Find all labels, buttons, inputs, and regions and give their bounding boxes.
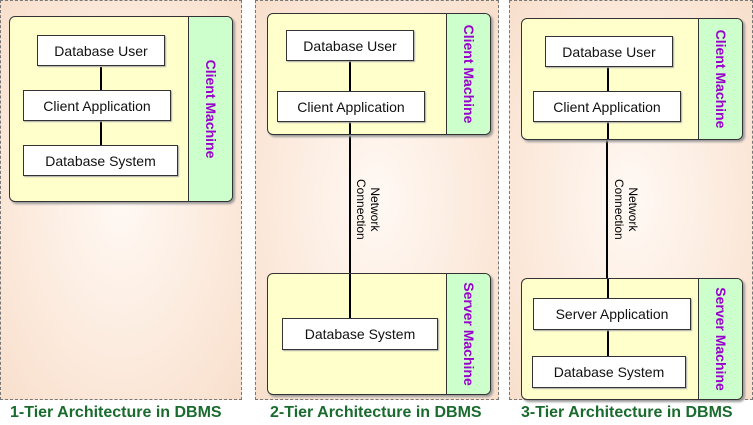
database-user-box: Database User — [286, 30, 414, 61]
network-connection-label: Network Connection — [354, 179, 382, 240]
machine-label: Client Machine — [202, 59, 219, 159]
network-line — [349, 31, 351, 349]
tier3-server-machine: Server Application Database System Serve… — [521, 278, 743, 400]
component-label: Database User — [54, 42, 148, 59]
machine-label-column: Client Machine — [446, 14, 490, 134]
network-label-line: Connection — [612, 179, 626, 240]
database-system-box: Database System — [282, 318, 438, 350]
component-label: Database System — [304, 326, 416, 342]
client-application-box: Client Application — [23, 90, 171, 121]
tier2-panel: Database User Client Application Client … — [255, 0, 499, 400]
server-application-box: Server Application — [533, 298, 691, 330]
component-label: Client Application — [43, 97, 151, 114]
tier2-server-machine: Database System Server Machine — [267, 273, 491, 395]
tier3-client-machine: Database User Client Application Client … — [521, 18, 743, 140]
component-label: Client Application — [553, 98, 661, 115]
machine-label: Server Machine — [712, 287, 729, 391]
network-label-line: Network — [368, 187, 382, 232]
component-label: Database System — [45, 152, 156, 169]
network-label-line: Connection — [354, 179, 368, 240]
tier3-caption: 3-Tier Architecture in DBMS — [521, 404, 733, 421]
tier1-panel: Database User Client Application Databas… — [0, 0, 242, 400]
network-connection-label: Network Connection — [612, 179, 640, 240]
database-user-box: Database User — [545, 36, 673, 67]
component-label: Client Application — [297, 98, 405, 115]
component-label: Database System — [553, 364, 665, 380]
machine-label: Client Machine — [460, 24, 477, 124]
component-label: Database User — [303, 37, 397, 54]
tier1-caption: 1-Tier Architecture in DBMS — [10, 404, 222, 421]
network-label-line: Network — [626, 187, 640, 232]
tier2-caption: 2-Tier Architecture in DBMS — [270, 404, 482, 421]
machine-label-column: Server Machine — [698, 279, 742, 399]
component-label: Server Application — [555, 306, 669, 322]
network-line — [606, 31, 608, 361]
machine-label: Client Machine — [712, 29, 729, 129]
component-label: Database User — [562, 43, 656, 60]
tier2-client-machine: Database User Client Application Client … — [267, 13, 491, 135]
machine-label-column: Client Machine — [188, 17, 232, 201]
client-application-box: Client Application — [277, 91, 425, 122]
client-application-box: Client Application — [533, 91, 681, 122]
machine-label: Server Machine — [460, 282, 477, 386]
machine-label-column: Client Machine — [698, 19, 742, 139]
tier3-panel: Database User Client Application Client … — [509, 0, 753, 400]
tier1-client-machine: Database User Client Application Databas… — [9, 16, 233, 202]
database-system-box: Database System — [23, 145, 178, 176]
machine-label-column: Server Machine — [446, 274, 490, 394]
database-user-box: Database User — [37, 35, 165, 66]
database-system-box: Database System — [532, 356, 686, 388]
connector-line — [349, 274, 351, 320]
